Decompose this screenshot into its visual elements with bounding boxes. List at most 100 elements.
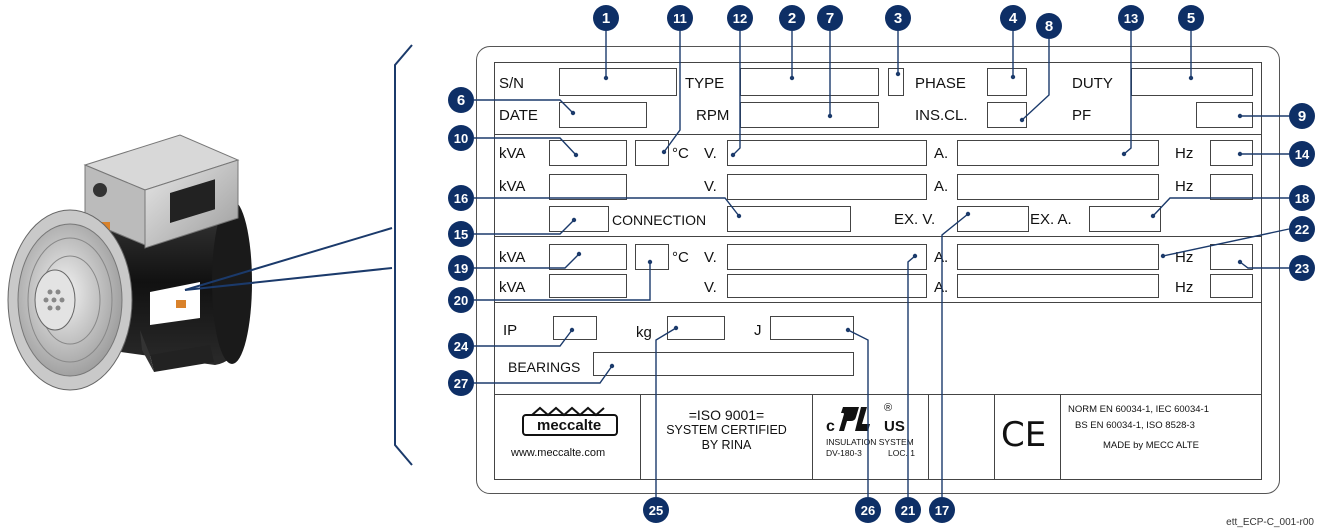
callout-badge-12: 12 xyxy=(727,5,753,31)
ul-us-text: US xyxy=(884,418,905,435)
callout-badge-19: 19 xyxy=(448,255,474,281)
callout-number-23: 23 xyxy=(1295,261,1309,276)
pf-field xyxy=(1196,102,1253,128)
callout-anchor-14 xyxy=(1237,151,1243,157)
callout-number-26: 26 xyxy=(861,503,875,518)
ex-a-field xyxy=(1089,206,1161,232)
callout-anchor-22 xyxy=(1160,253,1166,259)
callout-badge-21: 21 xyxy=(895,497,921,523)
callout-number-15: 15 xyxy=(454,227,468,242)
callout-badge-20: 20 xyxy=(448,287,474,313)
iso-line3: BY RINA xyxy=(701,438,752,452)
callout-anchor-15 xyxy=(571,217,577,223)
callout-number-5: 5 xyxy=(1187,10,1195,27)
footer-divider xyxy=(928,394,929,480)
callout-number-13: 13 xyxy=(1124,11,1138,26)
date-label: DATE xyxy=(499,107,538,124)
kva-field xyxy=(549,140,627,166)
callout-badge-14: 14 xyxy=(1289,141,1315,167)
type-label: TYPE xyxy=(685,75,725,92)
reference-code: ett_ECP-C_001-r00 xyxy=(1226,517,1314,528)
nameplate-frame xyxy=(476,46,1280,494)
meccalte-logo-wave xyxy=(531,406,605,417)
hz-label: Hz xyxy=(1175,249,1194,266)
callout-anchor-4 xyxy=(1010,74,1016,80)
kva-label: kVA xyxy=(499,279,526,296)
callout-badge-9: 9 xyxy=(1289,103,1315,129)
callout-leader-23 xyxy=(1239,261,1289,269)
bearings-label: BEARINGS xyxy=(508,359,581,375)
callout-anchor-18 xyxy=(1150,213,1156,219)
callout-number-9: 9 xyxy=(1298,108,1306,125)
connection-field xyxy=(727,206,851,232)
callout-badge-27: 27 xyxy=(448,370,474,396)
connection-label: CONNECTION xyxy=(612,212,707,228)
amp-field xyxy=(957,244,1159,270)
callout-anchor-9 xyxy=(1237,113,1243,119)
kva-field xyxy=(549,244,627,270)
callout-number-12: 12 xyxy=(733,11,747,26)
j-label: J xyxy=(754,322,762,339)
callout-badge-8: 8 xyxy=(1036,13,1062,39)
callout-number-20: 20 xyxy=(454,293,468,308)
callout-number-19: 19 xyxy=(454,261,468,276)
volt-field xyxy=(727,140,927,166)
hz-field xyxy=(1210,140,1253,166)
callout-badge-4: 4 xyxy=(1000,5,1026,31)
norm-line1: NORM EN 60034-1, IEC 60034-1 xyxy=(1068,404,1209,415)
callout-anchor-6 xyxy=(570,110,576,116)
callout-anchor-8 xyxy=(1019,117,1025,123)
callout-badge-23: 23 xyxy=(1289,255,1315,281)
callout-number-17: 17 xyxy=(935,503,949,518)
callout-leader-8 xyxy=(1021,39,1050,121)
bearings-field xyxy=(593,352,854,376)
callout-number-4: 4 xyxy=(1009,10,1018,27)
rpm-field xyxy=(740,102,879,128)
meccalte-logo xyxy=(522,414,618,436)
ul-reg-text: ® xyxy=(884,402,893,414)
callout-anchor-13 xyxy=(1121,151,1127,157)
callout-anchor-12 xyxy=(730,152,736,158)
duty-label: DUTY xyxy=(1072,75,1113,92)
degc-label: °C xyxy=(672,249,689,266)
callout-anchor-25 xyxy=(673,325,679,331)
hz-field xyxy=(1210,174,1253,200)
callout-anchor-16 xyxy=(736,213,742,219)
callout-badge-6: 6 xyxy=(448,87,474,113)
callout-badge-22: 22 xyxy=(1289,216,1315,242)
kva-label: kVA xyxy=(499,178,526,195)
callout-leader-21 xyxy=(907,255,916,497)
callout-badge-26: 26 xyxy=(855,497,881,523)
callout-number-6: 6 xyxy=(457,92,465,109)
kg-label: kg xyxy=(636,324,652,341)
phase-number-field xyxy=(888,68,904,96)
section-divider xyxy=(494,134,1262,135)
callout-leader-16 xyxy=(474,197,740,217)
amp-label: A. xyxy=(934,178,949,195)
volt-label: V. xyxy=(704,279,717,296)
footer-divider xyxy=(640,394,641,480)
iso-text: =ISO 9001= SYSTEM CERTIFIED BY RINA xyxy=(641,408,812,453)
rpm-label: RPM xyxy=(696,107,730,124)
hz-label: Hz xyxy=(1175,145,1194,162)
callout-anchor-10 xyxy=(573,152,579,158)
callout-badge-13: 13 xyxy=(1118,5,1144,31)
iso-line1: =ISO 9001= xyxy=(688,407,765,423)
callout-badge-3: 3 xyxy=(885,5,911,31)
callout-anchor-3 xyxy=(895,71,901,77)
ex-v-field xyxy=(957,206,1029,232)
callout-number-10: 10 xyxy=(454,131,468,146)
norm-line2: BS EN 60034-1, ISO 8528-3 xyxy=(1075,420,1195,431)
kva-field xyxy=(549,274,627,298)
volt-field xyxy=(727,244,927,270)
callout-anchor-1 xyxy=(603,75,609,81)
section-divider xyxy=(494,236,1262,237)
kva-label: kVA xyxy=(499,249,526,266)
callout-number-27: 27 xyxy=(454,376,468,391)
footer-divider xyxy=(1060,394,1061,480)
website-text: www.meccalte.com xyxy=(511,447,606,459)
ip-field xyxy=(553,316,597,340)
callout-anchor-23 xyxy=(1237,259,1243,265)
callout-leader-13 xyxy=(1123,31,1132,155)
